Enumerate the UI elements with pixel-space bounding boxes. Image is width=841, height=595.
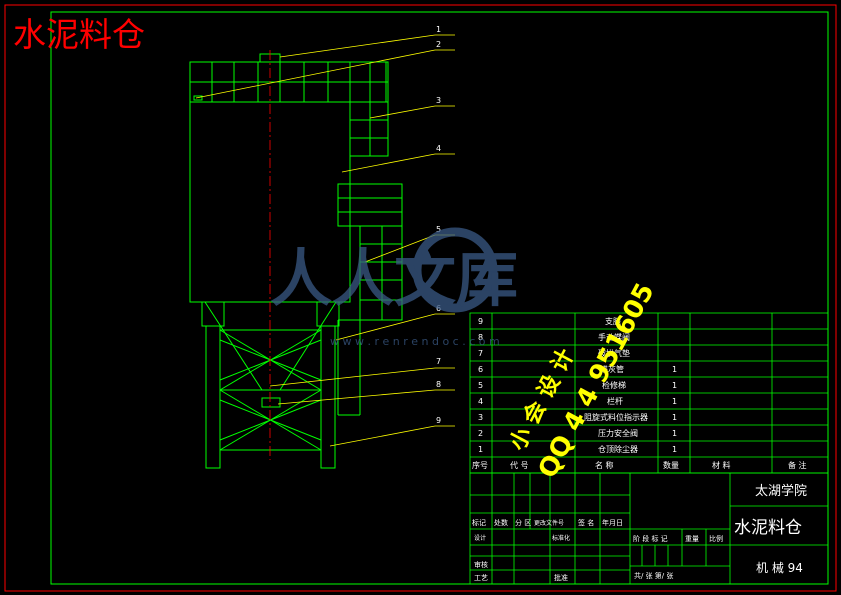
watermark-circle [412,227,498,313]
leader-numbers: 1 2 3 4 5 6 7 8 9 [436,25,441,425]
part-3-name: 阻旋式料位指示器 [584,412,648,422]
sheet-inner-border [50,11,829,585]
hopper-cone [204,301,337,391]
weight-header: 重量 [685,535,699,543]
part-5-qty: 1 [672,381,677,390]
leader-number-7: 7 [436,357,441,366]
part-7-name: 破拱气垫 [598,348,630,358]
silo [189,53,403,469]
part-6-name: 进灰管 [600,364,624,374]
part-3-qty: 1 [672,413,677,422]
parts-list-text: 9 支腿 8 手动蝶阀 7 破拱气垫 6 进灰管 1 5 检修梯 1 4 栏杆 … [472,316,807,470]
part-1-no: 1 [478,445,483,454]
sheet-outer-border [4,4,837,592]
header-qty: 数量 [663,460,679,470]
part-1-name: 仓顶除尘器 [598,444,638,454]
ladder-cage-upper [349,61,389,157]
leg-right [320,325,336,469]
rev-header-doc: 更改文件号 [534,519,564,527]
part-9-name: 支腿 [605,316,621,326]
header-material: 材 料 [712,460,731,470]
rev-header-count: 处数 [494,518,508,527]
header-no: 序号 [472,460,488,470]
sheet-info: 共/ 张 第/ 张 [634,571,673,580]
leader-number-4: 4 [436,144,441,153]
part-9-no: 9 [478,317,483,326]
leg-left [205,325,221,469]
part-2-qty: 1 [672,429,677,438]
role-approve: 批准 [554,573,568,582]
part-5-no: 5 [478,381,483,390]
role-process: 工艺 [474,574,488,582]
parts-list [469,312,829,474]
part-3-no: 3 [478,413,483,422]
leader-number-3: 3 [436,96,441,105]
leader-number-9: 9 [436,416,441,425]
header-name: 名 称 [595,460,614,470]
part-8-no: 8 [478,333,483,342]
mid-platform [337,183,403,227]
part-4-qty: 1 [672,397,677,406]
part-6-no: 6 [478,365,483,374]
header-remark: 备 注 [788,460,807,470]
title-block-text: 标记 处数 分 区 更改文件号 签 名 年月日 设计 标准化 审核 工艺 批准 … [472,483,807,582]
stage-mark-header: 阶 段 标 记 [633,534,668,543]
part-7-no: 7 [478,349,483,358]
class-code: 机 械 94 [756,560,803,575]
leader-lines [195,34,455,447]
leader-number-8: 8 [436,380,441,389]
leader-number-1: 1 [436,25,441,34]
watermark-url: w w w . r e n r e n d o c . c o m [330,335,500,348]
part-4-no: 4 [478,397,483,406]
ladder-cage-lower [359,225,403,321]
hopper-valve [261,397,281,408]
part-2-name: 压力安全阀 [598,428,638,438]
title-block [469,472,829,585]
role-check: 审核 [474,560,488,569]
rev-header-zone: 分 区 [515,518,531,527]
leader-number-2: 2 [436,40,441,49]
role-standard: 标准化 [552,534,570,542]
title-block-drawing-name: 水泥料仓 [734,518,802,538]
part-6-qty: 1 [672,365,677,374]
drawing-title: 水泥料仓 [13,15,145,54]
school-name: 太湖学院 [755,483,807,499]
scale-header: 比例 [709,534,723,543]
role-design: 设计 [474,534,486,542]
header-code: 代 号 [510,460,529,470]
renrendoc-watermark: 人人文库 w w w . r e n r e n d o c . c o m [270,227,518,348]
leader-number-5: 5 [436,225,441,234]
part-1-qty: 1 [672,445,677,454]
part-8-name: 手动蝶阀 [598,332,630,342]
watermark-text-cn: 人人文库 [270,242,518,315]
rev-header-sign: 签 名 [578,518,594,527]
rev-header-mark: 标记 [472,518,486,527]
part-2-no: 2 [478,429,483,438]
rev-header-date: 年月日 [602,518,623,527]
part-5-name: 检修梯 [602,380,626,390]
part-4-name: 栏杆 [607,396,623,406]
